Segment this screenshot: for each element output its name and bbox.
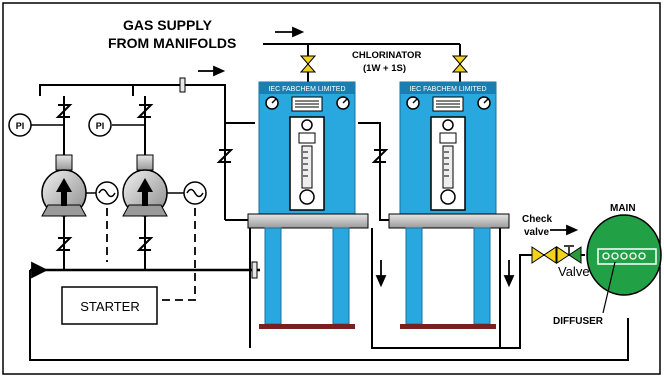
non-return-valves (55, 104, 389, 251)
isolation-valve (556, 245, 582, 264)
pressure-indicator-2: PI (88, 113, 145, 137)
pi-label-1: PI (16, 121, 25, 131)
chlorinator-2: IEC FABCHEM LIMITED (388, 81, 510, 329)
starter-label: STARTER (80, 299, 139, 314)
chlorinator-1: IEC FABCHEM LIMITED (247, 81, 369, 329)
manufacturer-label-1: IEC FABCHEM LIMITED (268, 86, 345, 93)
booster-pump-2 (122, 154, 168, 217)
pump-motor-1 (86, 181, 119, 205)
gas-supply-label-2: FROM MANIFOLDS (108, 35, 236, 51)
valve-label: Valve (558, 264, 590, 279)
flow-arrows (31, 26, 579, 288)
check-valve-label-1: Check (522, 214, 552, 225)
gas-isolation-valves (299, 55, 469, 73)
check-valve (531, 246, 557, 264)
main-pipe (586, 214, 662, 314)
gas-supply-label-1: GAS SUPPLY (123, 17, 213, 33)
main-label: MAIN (610, 203, 636, 214)
pi-label-2: PI (96, 121, 105, 131)
diffuser-label: DIFFUSER (553, 316, 604, 327)
check-valve-label-2: valve (524, 227, 549, 238)
booster-pump-1 (41, 154, 87, 217)
pipe-flanges (179, 77, 258, 279)
starter-panel: STARTER (61, 286, 158, 325)
chlorinator-label-2: (1W + 1S) (363, 63, 406, 74)
pressure-indicator-1: PI (8, 113, 64, 137)
pump-motor-2 (167, 181, 207, 205)
manufacturer-label-2: IEC FABCHEM LIMITED (409, 86, 486, 93)
diagram-border (2, 2, 661, 375)
chlorinator-label-1: CHLORINATOR (352, 50, 421, 61)
